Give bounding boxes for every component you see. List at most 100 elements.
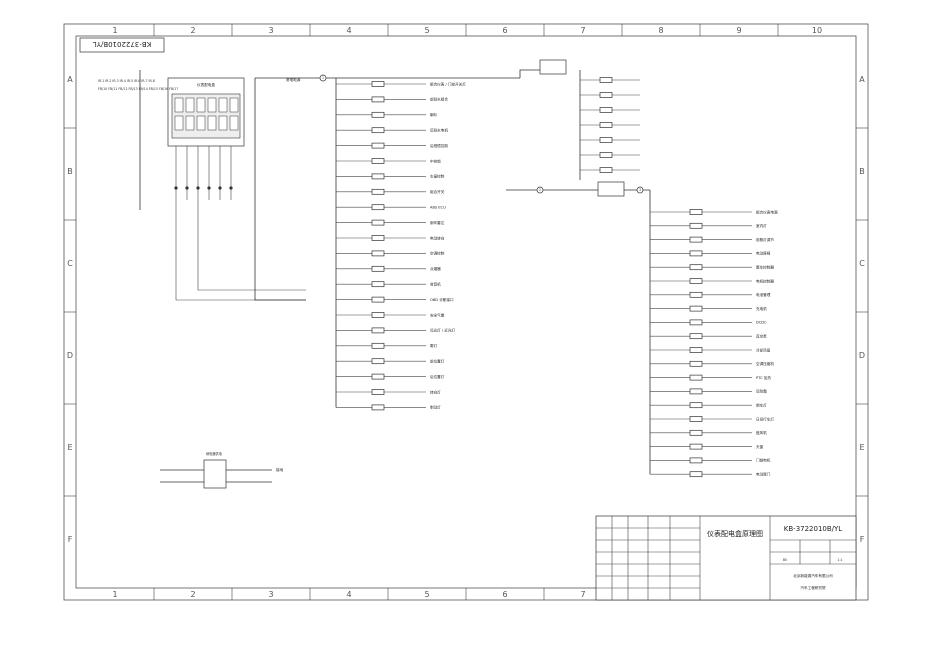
left-fuse (371, 265, 385, 272)
right-fuse (689, 222, 703, 229)
left-fuse (371, 142, 385, 149)
left-circuit-label: 后位置灯 (430, 374, 445, 379)
right-fuse (689, 250, 703, 257)
zone-col-top-5: 5 (424, 26, 429, 35)
right-circuit-label: 空调压缩机 (756, 361, 774, 366)
zone-row-right-E: E (859, 443, 864, 452)
junction-1-label: 1 (322, 76, 324, 80)
right-fuse (689, 388, 703, 395)
company-line-1: 北京新能源汽车有限公司 (793, 573, 833, 578)
left-circuit-label: 前刮水组合 (430, 97, 448, 102)
right-circuit-label: 鼓风机 (756, 430, 767, 435)
zone-col-bottom-5: 5 (424, 590, 429, 599)
right-fuse (689, 347, 703, 353)
zone-col-top-7: 7 (580, 26, 585, 35)
right-circuit-label: 电机控制器 (756, 278, 774, 283)
right-circuit-column: 组合仪表电源室内灯前照灯调节电动座椅整车控制器电机控制器电池管理充电机DCDC真… (649, 190, 778, 478)
right-circuit-label: 电动尾门 (756, 472, 771, 477)
zone-col-top-10: 10 (812, 26, 822, 35)
right-top-fuse (599, 92, 613, 98)
left-fuse (371, 389, 385, 395)
right-fuse (689, 443, 703, 450)
right-top-fuse (599, 122, 613, 128)
fuse-legend: IR-1 IR-2 IR-3 IR-4 IR-5 IR-6 IR-7 IR-8 … (98, 79, 178, 91)
right-circuit-label: 整车控制器 (756, 265, 774, 270)
left-circuit-label: 组合仪表 / 门控开关灯 (430, 81, 466, 86)
right-fuse (689, 278, 703, 284)
legend-line-1: IR-1 IR-2 IR-3 IR-4 IR-5 IR-6 IR-7 IR-8 (98, 79, 155, 83)
right-circuit-label: 倒车灯 (756, 403, 767, 408)
left-fuse (371, 173, 385, 180)
fuse-cell (207, 115, 217, 131)
right-fuse (689, 429, 703, 436)
left-circuit-label: 组合开关 (430, 189, 445, 194)
left-fuse (371, 358, 385, 365)
fuse-drop-node (185, 186, 189, 190)
zone-col-bottom-7: 7 (580, 590, 585, 599)
left-circuit-label: 制动灯 (430, 405, 441, 410)
zone-col-bottom-1: 1 (112, 590, 117, 599)
right-circuit-label: 充电机 (756, 306, 767, 311)
fuse-drop-node (229, 186, 233, 190)
right-fuse (689, 236, 703, 243)
zone-col-top-1: 1 (112, 26, 117, 35)
right-fuse (689, 374, 703, 381)
fuse-cell (229, 97, 239, 113)
fuse-drop-node (196, 186, 200, 190)
right-fuse (689, 333, 703, 340)
right-circuit-label: 天窗 (756, 444, 764, 449)
zone-col-top-8: 8 (658, 26, 663, 35)
zone-row-left-C: C (67, 259, 73, 268)
fuse-cell (174, 115, 184, 131)
drawing-title: 仪表配电盒原理图 (707, 529, 763, 538)
zone-row-right-F: F (860, 535, 865, 544)
left-fuse (371, 342, 385, 349)
right-circuit-label: 电动座椅 (756, 251, 771, 256)
zone-col-bottom-6: 6 (502, 590, 507, 599)
right-fuse (689, 305, 703, 312)
fuse-drop-node (207, 186, 211, 190)
zone-col-top-6: 6 (502, 26, 507, 35)
right-circuit-label: 室内灯 (756, 223, 767, 228)
zone-row-right-D: D (859, 351, 865, 360)
ground-label: 接地 (276, 467, 284, 472)
left-fuse (371, 235, 385, 241)
rotated-code: KB-3722010B/YL (93, 40, 152, 48)
stage-value: B0 (783, 558, 787, 562)
fuse-box-label: 仪表配电盒 (197, 82, 215, 87)
fuse-drop-node (218, 186, 222, 190)
left-fuse (371, 373, 385, 380)
relay-power-label: 继电器供电 (206, 451, 223, 456)
left-fuse (371, 296, 385, 303)
right-fuse (689, 416, 703, 422)
left-circuit-label: 收音机 (430, 282, 441, 287)
left-fuse (371, 158, 385, 164)
junction-2 (536, 186, 544, 194)
zone-col-top-3: 3 (268, 26, 273, 35)
left-fuse (371, 250, 385, 257)
ground-relay: 接地 继电器供电 (160, 451, 284, 489)
fuse-box-module: 仪表配电盒 (167, 77, 245, 147)
right-fuse (689, 264, 703, 271)
left-fuse (371, 111, 385, 118)
zone-row-right-A: A (859, 75, 865, 84)
left-circuit-label: 转向灯 (430, 389, 441, 394)
left-circuit-label: 点烟器 (430, 266, 441, 271)
right-fuse (689, 291, 703, 298)
company-line-2: 汽车工程研究院 (800, 585, 826, 590)
zone-col-top-9: 9 (736, 26, 741, 35)
right-circuit-label: 组合仪表电源 (756, 209, 778, 214)
zone-col-top-4: 4 (346, 26, 351, 35)
right-fuse (689, 319, 703, 326)
right-circuit-label: 后除霜 (756, 389, 767, 394)
fuse-cell (218, 97, 228, 113)
right-fuse (689, 402, 703, 409)
right-circuit-label: 门锁电机 (756, 458, 771, 463)
zone-col-bottom-3: 3 (268, 590, 273, 599)
fuse-cell (174, 97, 184, 113)
right-circuit-label: 真空泵 (756, 334, 767, 339)
junction-3 (636, 186, 644, 194)
right-fuse (689, 209, 703, 215)
